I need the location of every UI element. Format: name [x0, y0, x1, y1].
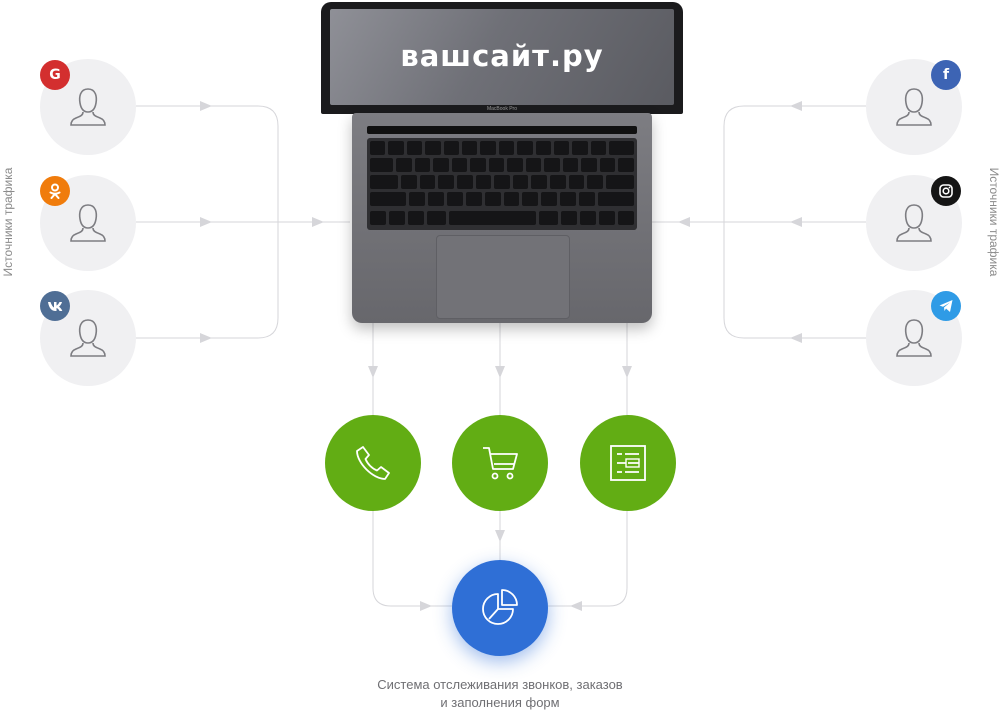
form-icon	[610, 445, 646, 481]
caption-line-1: Система отслеживания звонков, заказов	[377, 677, 623, 692]
laptop-base	[352, 113, 652, 323]
phone-icon	[356, 446, 390, 480]
facebook-icon: f	[931, 60, 961, 90]
orders-node	[452, 415, 548, 511]
tracking-system-caption: Система отслеживания звонков, заказов и …	[300, 676, 700, 712]
touch-bar	[367, 126, 637, 134]
traffic-sources-label-left: Источники трафика	[1, 167, 15, 277]
user-icon	[896, 204, 932, 242]
user-icon	[896, 88, 932, 126]
laptop-screen: вашсайт.ру	[330, 9, 674, 105]
cart-icon	[483, 447, 518, 480]
traffic-sources-label-right: Источники трафика	[987, 167, 1001, 277]
caption-line-2: и заполнения форм	[440, 695, 560, 710]
forms-node	[580, 415, 676, 511]
laptop-model-label: MacBook Pro	[486, 106, 517, 112]
traffic-source-vk	[40, 290, 136, 386]
trackpad	[436, 235, 570, 319]
user-icon	[70, 319, 106, 357]
user-icon	[70, 204, 106, 242]
keyboard	[367, 138, 637, 230]
odnoklassniki-icon	[40, 176, 70, 206]
website-name: вашсайт.ру	[400, 39, 604, 73]
tracking-system-node	[452, 560, 548, 656]
google-icon: G	[40, 60, 70, 90]
pie-chart-icon	[482, 589, 518, 625]
user-icon	[896, 319, 932, 357]
user-icon	[70, 88, 106, 126]
instagram-icon	[931, 176, 961, 206]
telegram-icon	[931, 291, 961, 321]
vk-icon	[40, 291, 70, 321]
calls-node	[325, 415, 421, 511]
